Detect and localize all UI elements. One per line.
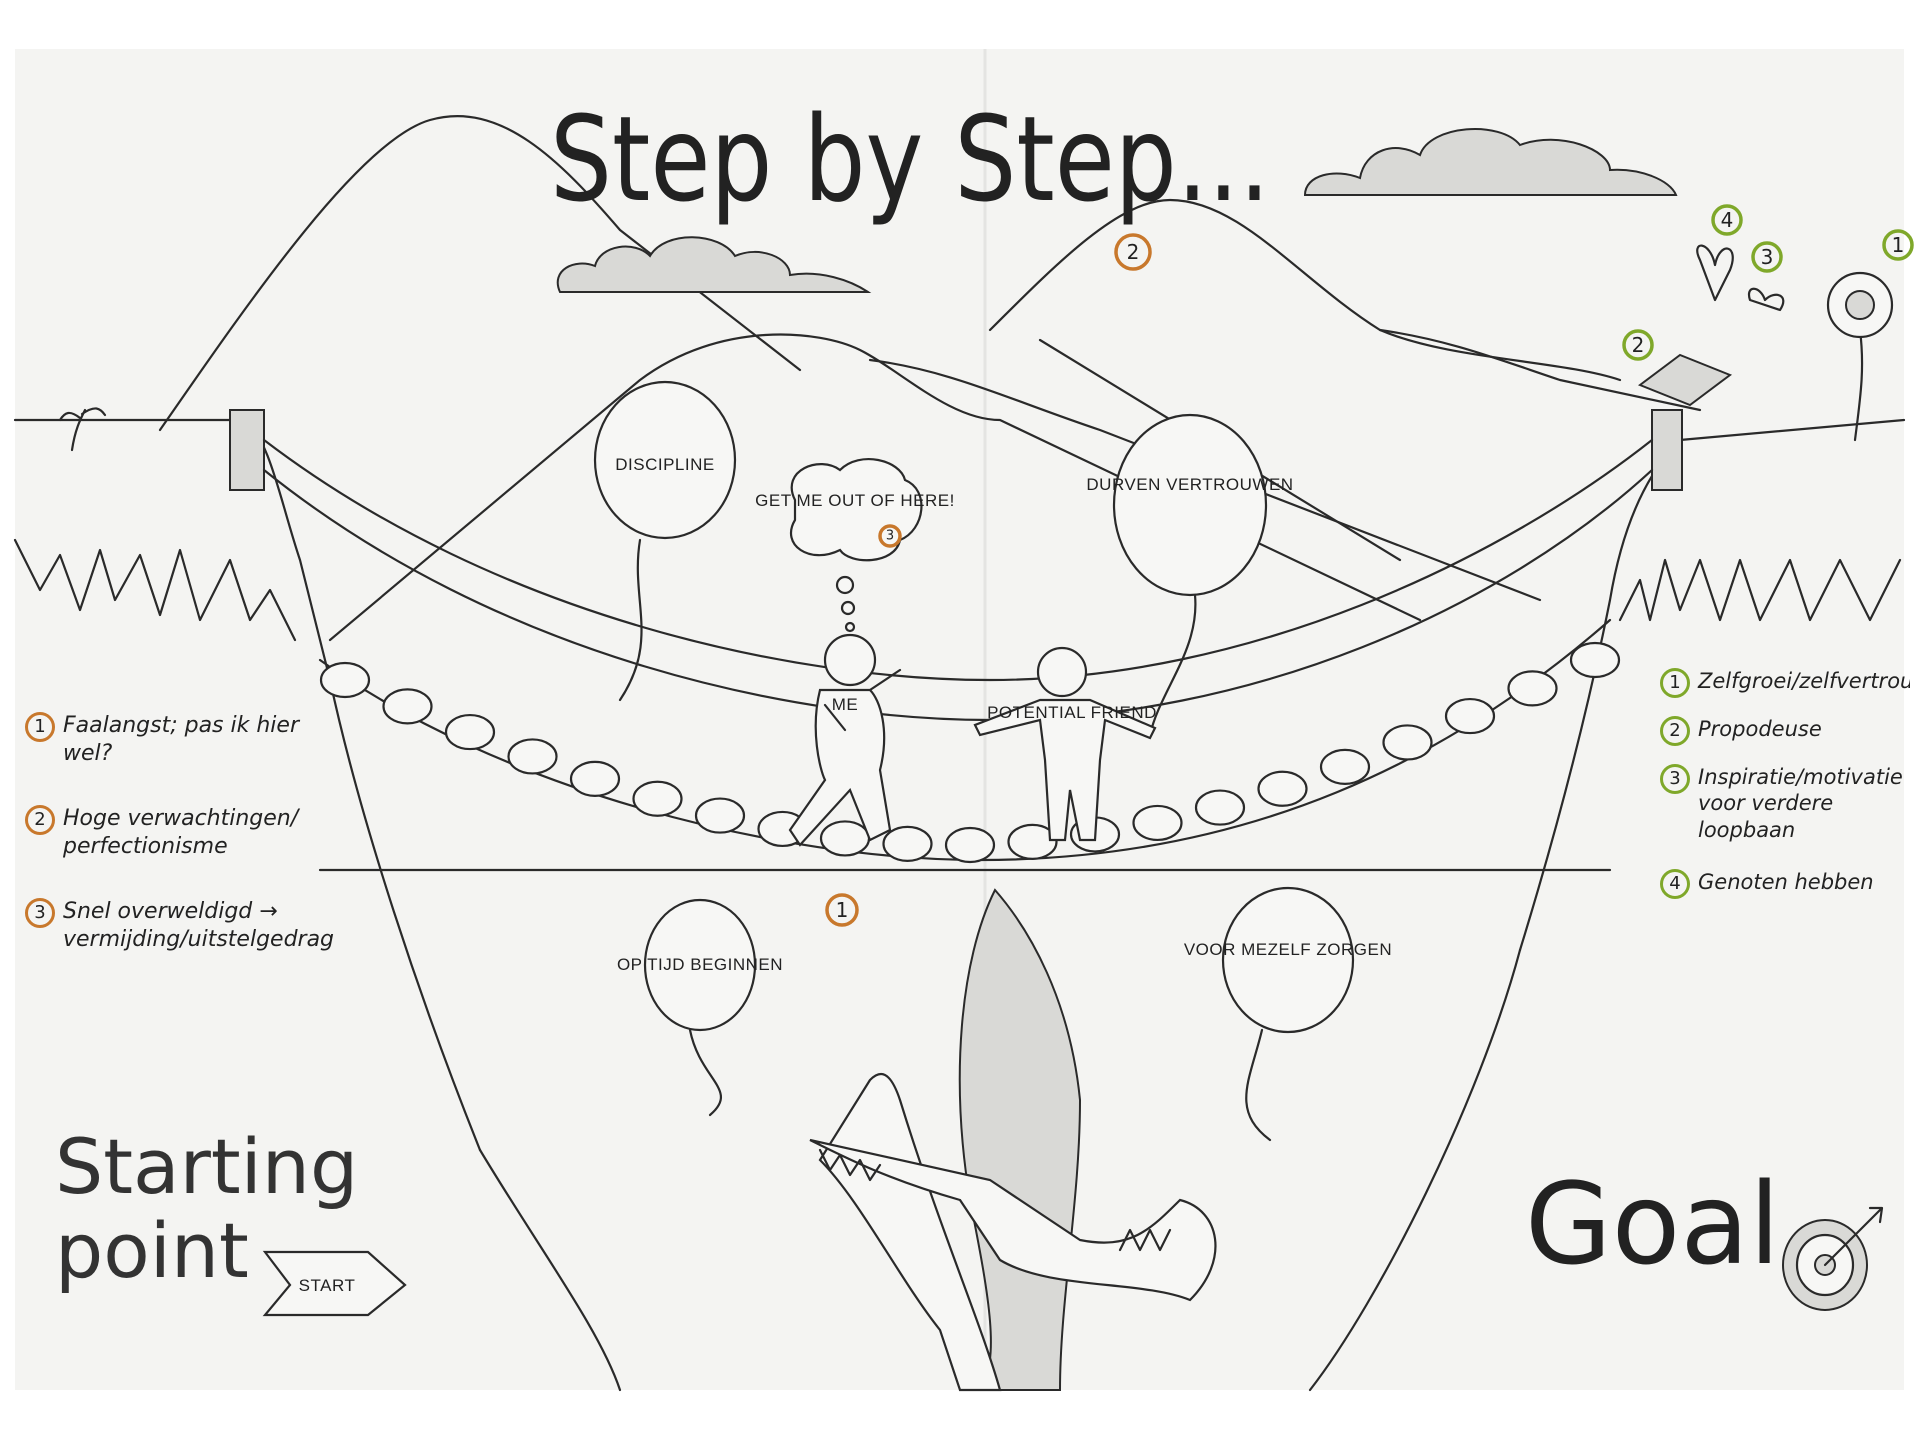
bridge-plank: [507, 738, 558, 775]
svg-text:4: 4: [1721, 208, 1734, 232]
bridge-plank: [694, 797, 746, 834]
bridge-plank: [1507, 670, 1558, 707]
bridge-plank: [1569, 641, 1621, 679]
goal-text: Inspiratie/motivatie voor verdere loopba…: [1698, 765, 1903, 842]
obstacle-text: Hoge verwachtingen/ perfectionisme: [63, 806, 299, 859]
goal-item: 2 Propodeuse: [1660, 716, 1910, 746]
goal-text: Zelfgroei/zelfvertrou: [1698, 669, 1910, 693]
goal-item: 3 Inspiratie/motivatie voor verdere loopb…: [1660, 764, 1910, 843]
goal-text: Propodeuse: [1698, 717, 1822, 741]
obstacle-item: 3 Snel overweldigd → vermijding/uitstelge…: [25, 898, 345, 953]
obstacle-text: Snel overweldigd → vermijding/uitstelged…: [63, 899, 335, 952]
balloon-label: VOOR MEZELF ZORGEN: [1184, 940, 1392, 959]
post-left: [229, 409, 265, 491]
bridge-plank: [1382, 724, 1433, 761]
bridge-plank: [819, 820, 871, 857]
marker-green-3: 3: [1751, 241, 1783, 273]
obstacle-number-badge: 2: [25, 805, 55, 835]
svg-text:2: 2: [1127, 240, 1140, 264]
obstacles-list: 1 Faalangst; pas ik hier wel? 2 Hoge verwa…: [25, 712, 345, 991]
balloon-durven-vertrouwen: DURVEN VERTROUWEN: [1086, 413, 1293, 737]
bridge: [262, 438, 1654, 864]
bridge-plank: [1132, 804, 1183, 842]
figure-potential-friend: POTENTIAL FRIEND: [973, 646, 1157, 842]
crocodile: [809, 888, 1217, 1392]
marker-green-1: 1: [1882, 229, 1914, 261]
obstacle-text: Faalangst; pas ik hier wel?: [63, 713, 299, 766]
starting-point-label: Starting point: [55, 1122, 359, 1295]
goal-number-badge: 3: [1660, 764, 1690, 794]
goals-list: 1 Zelfgroei/zelfvertrou 2 Propodeuse 3 Insp…: [1660, 668, 1910, 937]
balloon-label: DURVEN VERTROUWEN: [1086, 475, 1293, 494]
bridge-plank: [382, 688, 433, 725]
butterfly-icon-small: [1747, 287, 1785, 312]
bridge-plank: [1007, 823, 1058, 860]
marker-green-4: 4: [1711, 204, 1743, 236]
svg-text:1: 1: [836, 898, 849, 922]
bridge-plank: [569, 760, 621, 797]
figure-label-me: ME: [832, 695, 859, 714]
bridge-plank: [444, 713, 496, 751]
thought-bubble: GET ME OUT OF HERE!: [755, 458, 955, 633]
cloud-left: [556, 236, 872, 293]
butterfly-icon: [1696, 244, 1734, 302]
valley-walls: [478, 948, 1522, 1392]
figure-me: ME: [788, 633, 902, 847]
balloon-discipline: DISCIPLINE: [593, 380, 737, 702]
bridge-plank: [1319, 748, 1371, 785]
bridge-plank: [1257, 770, 1308, 807]
bridge-plank: [882, 825, 933, 862]
start-sign-text: START: [299, 1276, 356, 1295]
mountains: [158, 115, 1702, 642]
balloon-voor-mezelf-zorgen: VOOR MEZELF ZORGEN: [1184, 886, 1392, 1142]
balloon-label: DISCIPLINE: [615, 455, 714, 474]
marker-1-valley: 1: [825, 893, 859, 927]
goal-item: 1 Zelfgroei/zelfvertrou: [1660, 668, 1910, 698]
post-right: [1651, 409, 1683, 491]
bridge-plank: [944, 826, 996, 864]
target-icon: [1782, 1206, 1884, 1311]
svg-text:1: 1: [1892, 233, 1905, 257]
figure-label-friend: POTENTIAL FRIEND: [987, 703, 1157, 722]
svg-text:3: 3: [1761, 245, 1774, 269]
thought-bubble-text: GET ME OUT OF HERE!: [755, 491, 955, 510]
bridge-plank: [319, 661, 371, 699]
cloud-right: [1303, 128, 1678, 196]
obstacle-item: 2 Hoge verwachtingen/ perfectionisme: [25, 805, 345, 860]
graduation-cap-icon: [1637, 353, 1733, 407]
bridge-plank: [1444, 697, 1496, 735]
obstacle-number-badge: 3: [25, 898, 55, 928]
goal-number-badge: 4: [1660, 868, 1690, 899]
goal-item: 4 Genoten hebben: [1660, 868, 1910, 899]
goal-number-badge: 2: [1660, 716, 1690, 746]
bridge-plank: [1194, 789, 1246, 826]
balloon-label: OP TIJD BEGINNEN: [617, 955, 783, 974]
goal-label: Goal: [1525, 1160, 1781, 1290]
bridge-plank: [632, 780, 683, 817]
goal-text: Genoten hebben: [1698, 869, 1874, 894]
svg-text:3: 3: [886, 529, 894, 544]
sunflower-icon: [1826, 271, 1894, 442]
start-sign: START: [262, 1250, 407, 1317]
title: Step by Step...: [550, 90, 1270, 228]
obstacle-number-badge: 1: [25, 712, 55, 742]
obstacle-item: 1 Faalangst; pas ik hier wel?: [25, 712, 345, 767]
svg-text:2: 2: [1632, 333, 1645, 357]
goal-number-badge: 1: [1660, 668, 1690, 698]
balloon-op-tijd-beginnen: OP TIJD BEGINNEN: [617, 898, 783, 1117]
marker-green-2: 2: [1622, 329, 1654, 361]
marker-3-bubble: 3: [878, 524, 902, 548]
marker-2-title: 2: [1114, 233, 1152, 271]
